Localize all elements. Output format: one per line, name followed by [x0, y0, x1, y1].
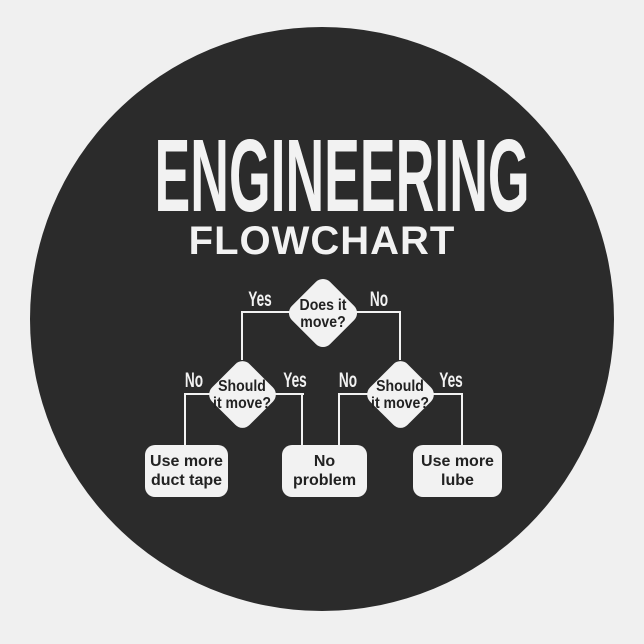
connector-left-no-down [184, 393, 186, 446]
decision-does-it-move-text: Does it move? [286, 297, 360, 331]
result-text-line2: lube [441, 472, 474, 489]
decision-should-it-move-right-text: Should it move? [363, 378, 437, 412]
connector-root-no-down [399, 311, 401, 360]
branch-label-right-no: No [338, 369, 358, 392]
decision-text-line1: Should [376, 378, 424, 395]
page-title: ENGINEERING [154, 118, 530, 233]
branch-label-left-yes: Yes [283, 369, 307, 392]
connector-right-no-down [338, 393, 340, 446]
branch-label-right-yes: Yes [439, 369, 463, 392]
result-text-line1: Use more [150, 453, 223, 470]
result-box-no-problem: No problem [282, 445, 367, 497]
result-text-line1: Use more [421, 453, 494, 470]
result-box-use-more-duct-tape: Use more duct tape [145, 445, 228, 497]
branch-label-root-no: No [369, 288, 389, 311]
decision-text-line1: Does it [299, 297, 347, 314]
decision-text-line1: Should [218, 378, 266, 395]
decision-text-line2: it move? [213, 395, 271, 412]
page-subtitle: FLOWCHART [188, 219, 456, 263]
result-text-line2: duct tape [150, 472, 223, 489]
decision-text-line2: it move? [371, 395, 429, 412]
decision-should-it-move-left-text: Should it move? [205, 378, 279, 412]
connector-right-yes-down [461, 393, 463, 446]
connector-left-yes-down [301, 393, 303, 446]
decision-text-line2: move? [300, 314, 346, 331]
result-text-line2: problem [292, 472, 357, 489]
connector-root-yes-down [241, 311, 243, 360]
result-box-use-more-lube: Use more lube [413, 445, 502, 497]
branch-label-left-no: No [184, 369, 204, 392]
branch-label-root-yes: Yes [248, 288, 272, 311]
result-text-line1: No [313, 453, 336, 470]
